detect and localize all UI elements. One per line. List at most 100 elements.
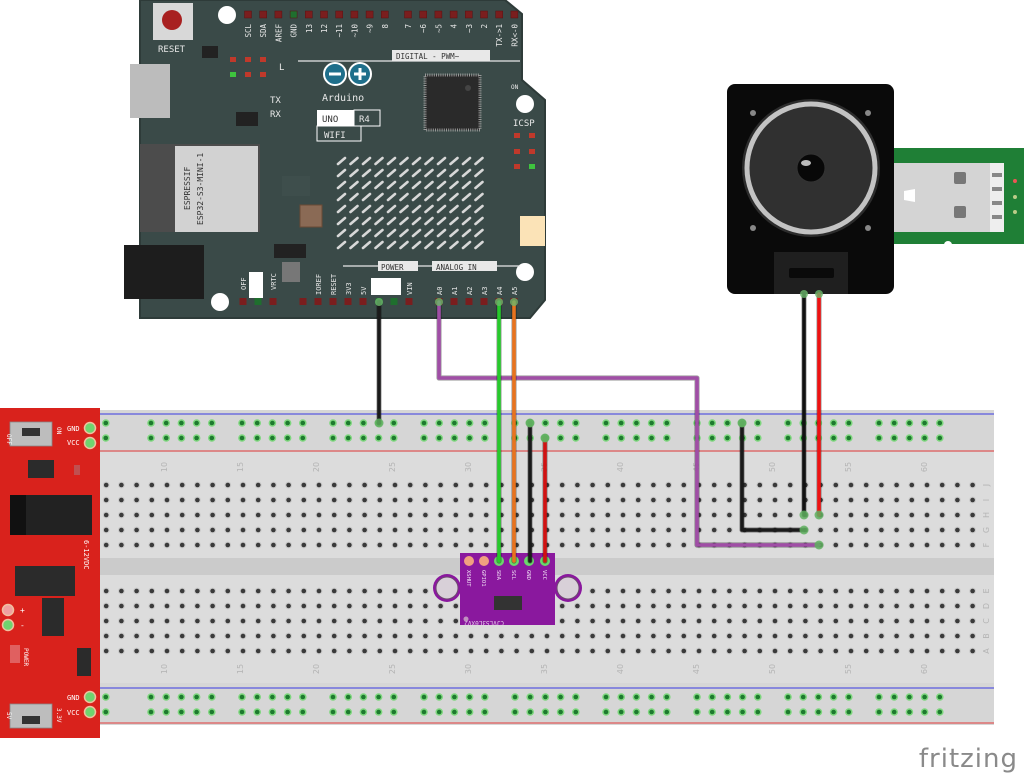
hole-D42[interactable] [651, 603, 656, 609]
rail-hole[interactable] [527, 709, 533, 715]
hole-C49[interactable] [757, 618, 763, 624]
hole-D43[interactable] [666, 603, 671, 609]
rail-hole[interactable] [527, 694, 533, 700]
hole-G23[interactable] [362, 527, 367, 533]
header-pin-2[interactable] [480, 10, 488, 19]
header-pin-rx<-0[interactable] [510, 10, 519, 19]
hole-H12[interactable] [195, 512, 200, 518]
rail-hole[interactable] [421, 709, 427, 715]
rail-hole[interactable] [163, 435, 169, 441]
rail-hole[interactable] [543, 420, 548, 426]
hole-H56[interactable] [863, 512, 869, 518]
rail-hole[interactable] [179, 694, 184, 700]
rail-hole[interactable] [891, 694, 897, 700]
hole-J36[interactable] [559, 482, 565, 488]
rail-hole[interactable] [876, 435, 882, 441]
hole-D13[interactable] [210, 603, 215, 609]
hole-A47[interactable] [727, 648, 732, 654]
rail-hole[interactable] [573, 435, 579, 441]
rail-hole[interactable] [391, 694, 397, 700]
rail-hole[interactable] [664, 709, 670, 715]
hole-C29[interactable] [453, 618, 459, 624]
hole-E50[interactable] [772, 588, 778, 594]
analog-pin-a1[interactable] [450, 298, 458, 305]
rail-hole[interactable] [239, 694, 245, 700]
hole-G9[interactable] [149, 527, 155, 533]
rail-hole[interactable] [254, 435, 260, 441]
hole-B8[interactable] [134, 633, 139, 639]
rail-hole[interactable] [603, 709, 609, 715]
hole-G40[interactable] [620, 527, 626, 533]
hole-D56[interactable] [863, 603, 869, 609]
hole-H49[interactable] [757, 512, 763, 518]
rail-hole[interactable] [452, 420, 457, 426]
hole-H42[interactable] [651, 512, 656, 518]
hole-E63[interactable] [970, 588, 975, 594]
hole-C18[interactable] [286, 618, 291, 624]
hole-A60[interactable] [924, 648, 930, 654]
hole-B23[interactable] [362, 633, 367, 639]
header-pin-8[interactable] [381, 10, 389, 19]
hole-H22[interactable] [347, 512, 352, 518]
hole-G31[interactable] [483, 527, 489, 533]
rail-hole[interactable] [618, 435, 624, 441]
hole-J31[interactable] [483, 482, 489, 488]
rail-hole[interactable] [543, 709, 548, 715]
rail-hole[interactable] [270, 435, 275, 441]
hole-H39[interactable] [605, 512, 611, 518]
hole-E62[interactable] [955, 588, 960, 594]
hole-I8[interactable] [134, 497, 139, 503]
hole-H23[interactable] [362, 512, 367, 518]
hole-B24[interactable] [377, 633, 383, 639]
hole-J47[interactable] [727, 482, 732, 488]
hole-F11[interactable] [179, 542, 185, 548]
hole-H29[interactable] [453, 512, 459, 518]
hole-I29[interactable] [453, 497, 459, 503]
hole-I47[interactable] [727, 497, 732, 503]
analog-pin-a3[interactable] [480, 298, 488, 305]
breadboard[interactable]: 1010151520202525303035354040454550505555… [8, 410, 994, 725]
hole-B17[interactable] [271, 633, 276, 639]
hole-C43[interactable] [666, 618, 671, 624]
rail-hole[interactable] [300, 435, 306, 441]
hole-D52[interactable] [803, 603, 808, 609]
hole-D41[interactable] [635, 603, 641, 609]
hole-I24[interactable] [377, 497, 383, 503]
wire-end[interactable] [814, 540, 824, 550]
rail-hole[interactable] [891, 435, 897, 441]
header-pin-~10[interactable] [350, 10, 359, 19]
hole-J61[interactable] [939, 482, 945, 488]
hole-J39[interactable] [605, 482, 611, 488]
hole-A14[interactable] [225, 648, 231, 654]
hole-E7[interactable] [119, 588, 124, 594]
rail-hole[interactable] [148, 435, 154, 441]
rail-hole[interactable] [922, 709, 927, 715]
hole-I41[interactable] [635, 497, 641, 503]
rail-hole[interactable] [270, 694, 275, 700]
hole-J10[interactable] [164, 482, 170, 488]
hole-G39[interactable] [605, 527, 611, 533]
hole-B11[interactable] [179, 633, 185, 639]
rail-hole[interactable] [709, 435, 715, 441]
hole-A26[interactable] [407, 648, 413, 654]
hole-D27[interactable] [423, 603, 428, 609]
hole-J37[interactable] [575, 482, 580, 488]
hole-J42[interactable] [651, 482, 656, 488]
hole-F43[interactable] [666, 542, 671, 548]
hole-F27[interactable] [423, 542, 428, 548]
rail-hole[interactable] [345, 709, 351, 715]
rail-hole[interactable] [452, 709, 457, 715]
hole-A57[interactable] [879, 648, 884, 654]
hole-J6[interactable] [103, 482, 109, 488]
wire-end[interactable] [800, 290, 808, 298]
hole-C63[interactable] [970, 618, 975, 624]
rail-hole[interactable] [270, 709, 275, 715]
hole-B58[interactable] [894, 633, 899, 639]
rail-hole[interactable] [618, 420, 624, 426]
hole-G63[interactable] [970, 527, 975, 533]
hole-H14[interactable] [225, 512, 231, 518]
hole-H27[interactable] [423, 512, 428, 518]
hole-I61[interactable] [939, 497, 945, 503]
rail-hole[interactable] [512, 709, 518, 715]
wire-end[interactable] [799, 510, 809, 520]
